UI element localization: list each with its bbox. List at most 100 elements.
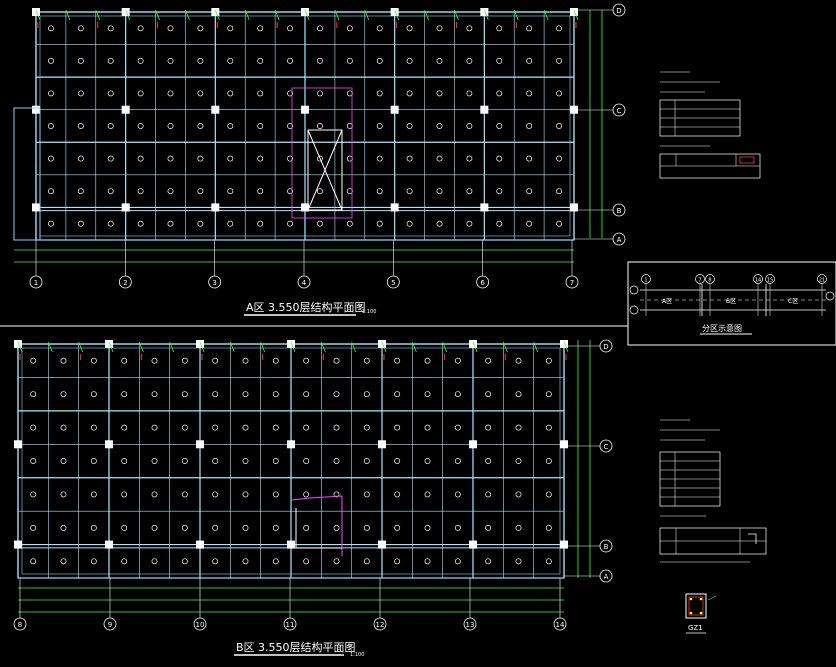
axis-letter: D <box>603 343 608 351</box>
slab-marker <box>424 558 431 565</box>
plan-a-scale: 1:100 <box>362 309 376 315</box>
axis-number: 11 <box>286 621 295 629</box>
slab-marker <box>545 558 552 565</box>
slab-marker <box>151 524 158 531</box>
slab-marker <box>137 57 144 64</box>
rebar-mark <box>472 341 478 353</box>
axis-letter: A <box>617 236 622 244</box>
slab-marker <box>454 458 461 464</box>
slab-marker <box>30 391 37 398</box>
slab-marker <box>346 90 353 97</box>
rebar-mark <box>17 341 23 353</box>
slab-marker <box>121 491 128 498</box>
slab-marker <box>90 524 97 531</box>
slab-marker <box>394 524 401 531</box>
slab-marker <box>287 155 294 162</box>
slab-marker <box>436 220 443 227</box>
slab-marker <box>466 90 473 97</box>
slab-marker <box>303 491 310 498</box>
column-square <box>32 8 40 16</box>
slab-marker <box>181 458 188 464</box>
slab-marker <box>197 155 204 162</box>
slab-marker <box>496 25 503 32</box>
column-square <box>301 105 309 114</box>
axis-number: 7 <box>570 279 574 287</box>
slab-marker <box>107 90 114 97</box>
plan-a-marks <box>32 8 579 227</box>
division-axis-label: 21 <box>819 278 825 284</box>
slab-marker <box>394 458 401 464</box>
axis-number: 12 <box>376 621 385 629</box>
slab-marker <box>90 458 97 464</box>
slab-marker <box>60 524 67 531</box>
rebar-mark <box>169 341 175 353</box>
slab-marker <box>376 57 383 64</box>
slab-marker <box>346 188 353 195</box>
slab-marker <box>257 57 264 64</box>
slab-marker <box>197 90 204 97</box>
axis-number: 10 <box>196 621 205 629</box>
column-square <box>560 340 568 348</box>
axis-bubble <box>553 617 567 631</box>
slab-marker <box>394 558 401 565</box>
axis-bubble <box>283 617 297 631</box>
slab-marker <box>454 524 461 531</box>
division-axis-label: 14 <box>755 278 761 284</box>
slab-marker <box>485 424 492 431</box>
slab-marker <box>227 188 234 195</box>
slab-marker <box>47 220 54 227</box>
slab-marker <box>60 458 67 464</box>
slab-marker <box>545 524 552 531</box>
slab-marker <box>212 458 219 464</box>
slab-marker <box>556 188 563 195</box>
slab-marker <box>436 155 443 162</box>
slab-marker <box>242 558 249 565</box>
notes-b <box>659 419 767 563</box>
slab-marker <box>167 57 174 64</box>
division-axis-bubble-top <box>705 274 715 284</box>
plan-b-dimensions <box>18 340 591 613</box>
slab-marker <box>181 524 188 531</box>
column-square <box>121 203 130 212</box>
axis-bubble <box>599 339 613 353</box>
slab-marker <box>526 155 533 162</box>
axis-bubble <box>476 275 490 289</box>
slab-marker <box>333 558 340 565</box>
column-square <box>469 340 477 348</box>
slab-marker <box>137 220 144 227</box>
slab-marker <box>556 57 563 64</box>
division-axis-bubble-top <box>695 274 705 284</box>
axis-letter: C <box>604 443 609 451</box>
slab-marker <box>406 90 413 97</box>
slab-marker <box>496 220 503 227</box>
slab-marker <box>107 123 114 129</box>
slab-marker <box>303 391 310 398</box>
axis-bubble <box>13 617 27 631</box>
division-axis-label: 1 <box>644 278 647 284</box>
axis-number: 6 <box>480 279 485 287</box>
rebar-mark <box>351 341 357 353</box>
slab-marker <box>77 25 84 32</box>
slab-marker <box>346 155 353 162</box>
column-square <box>14 440 22 449</box>
slab-marker <box>454 357 461 364</box>
slab-marker <box>316 188 323 195</box>
slab-marker <box>107 220 114 227</box>
slab-marker <box>545 357 552 364</box>
division-axis-label: 15 <box>767 278 773 284</box>
rebar-mark <box>108 341 114 353</box>
rebar-mark <box>502 341 508 353</box>
column-square <box>32 105 40 114</box>
column-square <box>211 203 220 212</box>
slab-marker <box>556 220 563 227</box>
slab-marker <box>90 357 97 364</box>
slab-marker <box>556 25 563 32</box>
slab-marker <box>556 90 563 97</box>
slab-marker <box>436 90 443 97</box>
slab-marker <box>394 424 401 431</box>
slab-marker <box>137 188 144 195</box>
rebar-mark <box>424 9 429 21</box>
slab-marker <box>363 458 370 464</box>
